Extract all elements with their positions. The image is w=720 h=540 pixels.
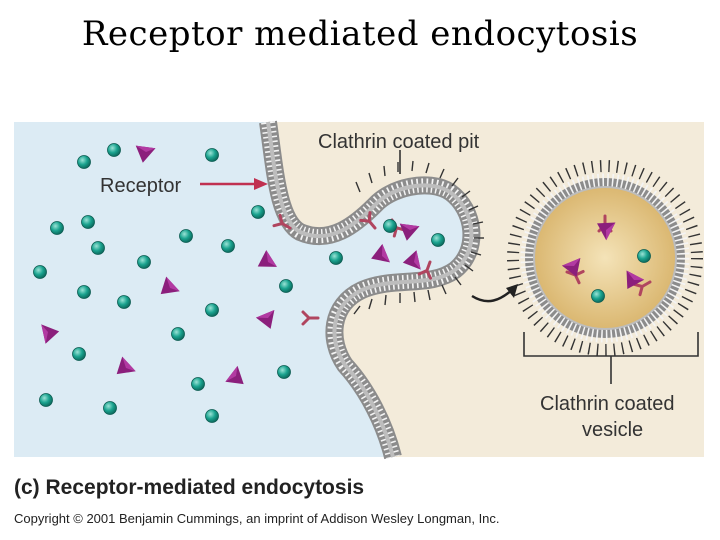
- clathrin-coat-pit: [353, 160, 484, 315]
- vesicle-label-line1: Clathrin coated: [540, 393, 675, 415]
- clathrin-coated-pit-label: Clathrin coated pit: [318, 131, 480, 153]
- vesicle-bracket: [523, 332, 699, 384]
- receptor-pointer-head: [254, 178, 268, 190]
- slide-title: Receptor mediated endocytosis: [81, 14, 639, 54]
- budding-arrow: [471, 289, 513, 303]
- figure-caption: (c) Receptor-mediated endocytosis: [14, 476, 365, 499]
- budding-arrow-head: [506, 284, 518, 298]
- copyright-notice: Copyright © 2001 Benjamin Cummings, an i…: [14, 511, 500, 526]
- clathrin-coated-vesicle: [507, 160, 703, 356]
- receptor-label: Receptor: [100, 175, 181, 197]
- vesicle-label-line2: vesicle: [582, 419, 643, 441]
- plasma-membrane: [259, 120, 481, 460]
